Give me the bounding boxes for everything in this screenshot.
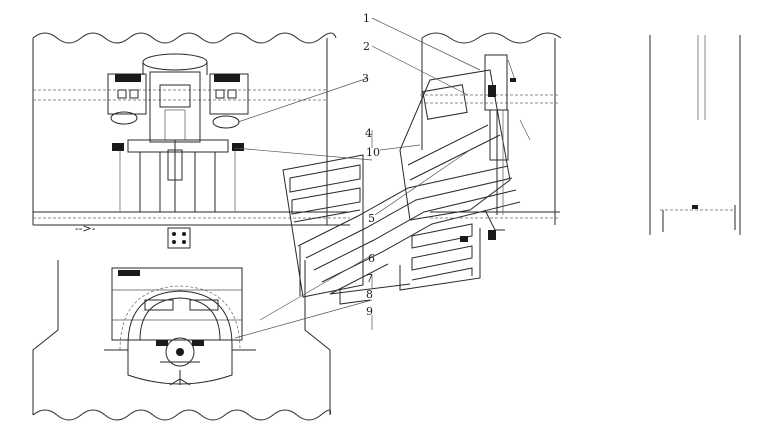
exploded-panels <box>282 69 521 305</box>
front-view: -->- <box>32 32 350 249</box>
callout-9: 9 <box>366 305 373 318</box>
callout-3: 3 <box>362 72 369 85</box>
svg-text:-->-: -->- <box>75 222 96 235</box>
callout-4: 4 <box>365 127 372 140</box>
side-view <box>420 32 562 242</box>
callout-1: 1 <box>363 12 370 25</box>
callout-10: 10 <box>366 146 380 159</box>
callout-5: 5 <box>368 212 375 225</box>
callouts: 1 2 3 4 10 5 6 7 8 9 <box>362 12 380 318</box>
callout-8: 8 <box>366 288 373 301</box>
callout-7: 7 <box>366 272 373 285</box>
plan-view <box>32 260 332 421</box>
callout-6: 6 <box>368 252 375 265</box>
leader-lines <box>234 17 481 339</box>
callout-2: 2 <box>363 40 370 53</box>
rear-view <box>649 35 741 235</box>
